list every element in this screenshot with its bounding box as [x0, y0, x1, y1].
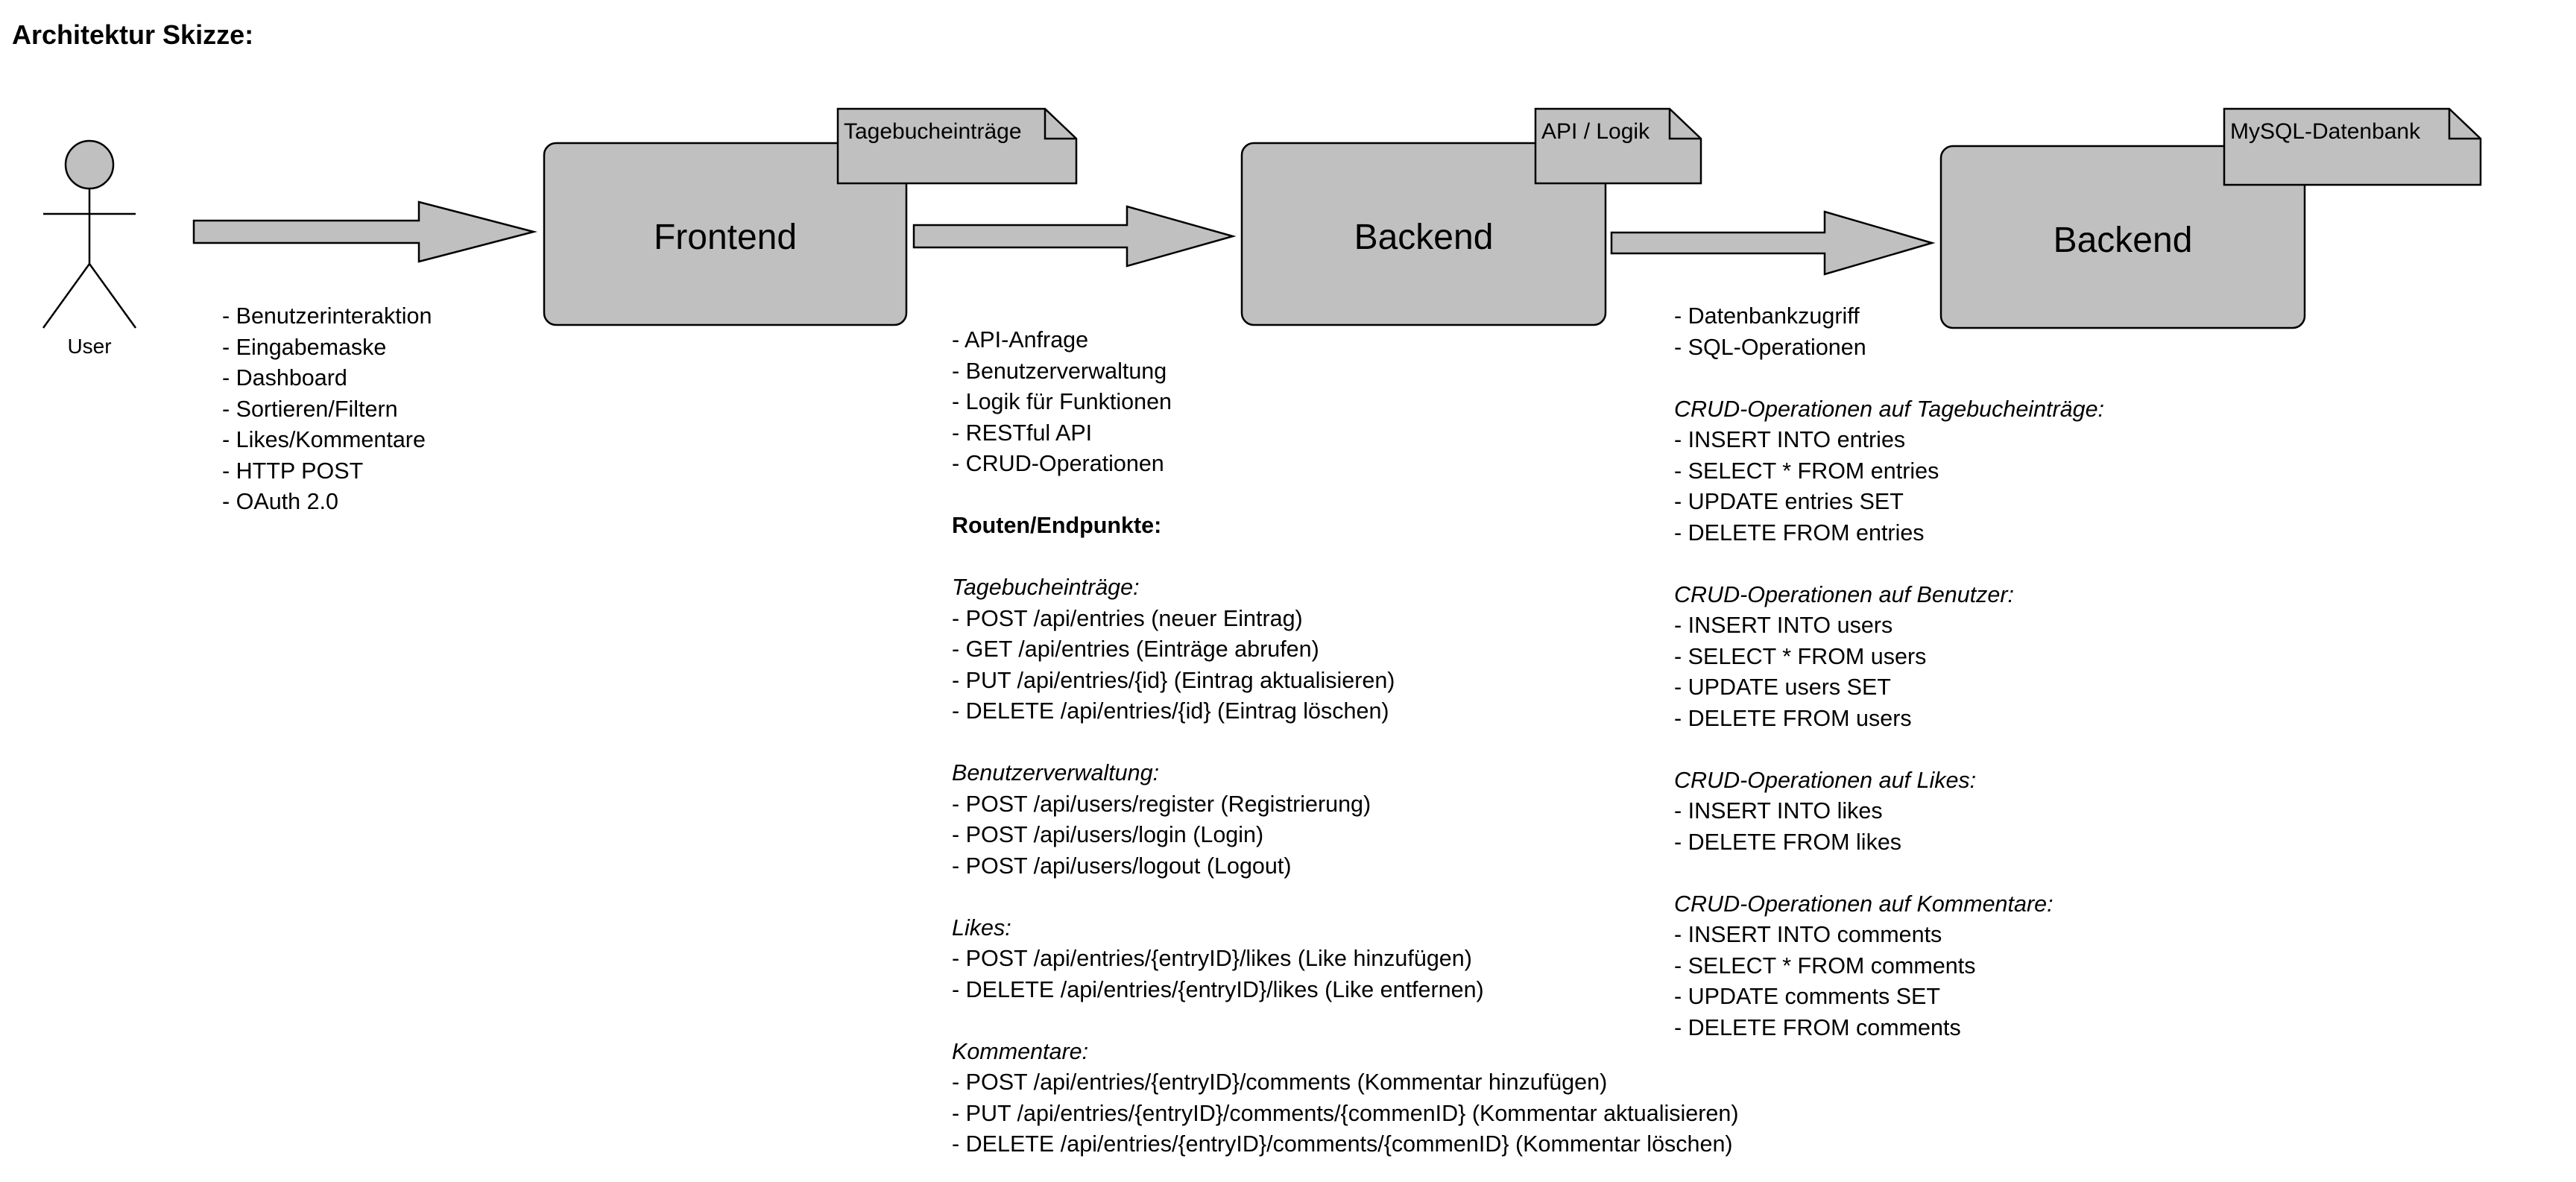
user-actor: [42, 139, 137, 329]
backend-api-note-label: API / Logik: [1541, 119, 1650, 144]
list-item: - Datenbankzugriff: [1674, 303, 1860, 329]
list-item: - SELECT * FROM entries: [1674, 458, 1939, 484]
section-heading: CRUD-Operationen auf Kommentare:: [1674, 891, 2053, 917]
list-item: - POST /api/users/register (Registrierun…: [952, 791, 1371, 817]
actor-label: User: [67, 335, 111, 358]
list-item: - PUT /api/entries/{id} (Eintrag aktuali…: [952, 667, 1395, 693]
list-item: - PUT /api/entries/{entryID}/comments/{c…: [952, 1100, 1739, 1126]
backend-db-box: [1939, 145, 2306, 329]
list-item: - POST /api/users/logout (Logout): [952, 853, 1292, 879]
list-item: - Benutzerinteraktion: [222, 303, 432, 329]
page-title: Architektur Skizze:: [12, 19, 254, 50]
list-item: - DELETE FROM comments: [1674, 1014, 1961, 1040]
list-item: - API-Anfrage: [952, 327, 1089, 353]
section-title: Routen/Endpunkte:: [952, 513, 1162, 538]
list-item: - Likes/Kommentare: [222, 427, 426, 452]
list-item: - DELETE /api/entries/{entryID}/likes (L…: [952, 976, 1484, 1002]
list-item: - Logik für Funktionen: [952, 389, 1172, 414]
section-heading: Likes:: [952, 914, 1011, 941]
list-item: - INSERT INTO users: [1674, 613, 1893, 638]
backend-api-note: [1534, 107, 1702, 185]
list-item: - POST /api/entries/{entryID}/likes (Lik…: [952, 946, 1472, 971]
list-item: - GET /api/entries (Einträge abrufen): [952, 636, 1319, 662]
frontend-box-label: Frontend: [654, 218, 797, 257]
list-item: - SELECT * FROM comments: [1674, 952, 1976, 979]
backend-db-box-label: Backend: [2053, 221, 2193, 260]
list-item: [1674, 363, 2104, 394]
list-item: - DELETE FROM likes: [1674, 829, 1902, 855]
list-item: - Eingabemaske: [222, 334, 387, 360]
section-heading: Kommentare:: [952, 1038, 1089, 1064]
list-item: - Dashboard: [222, 365, 347, 391]
arrow-backend-to-database: [1610, 210, 1936, 276]
list-item: - DELETE FROM users: [1674, 705, 1912, 731]
list-item: - INSERT INTO entries: [1674, 427, 1906, 452]
frontend-note: [836, 107, 1078, 185]
database-note: [2223, 107, 2482, 186]
list-item: - INSERT INTO comments: [1674, 922, 1942, 947]
list-item: - RESTful API: [952, 420, 1093, 446]
frontend-feature-list: - Benutzerinteraktion - Eingabemaske - Das…: [222, 301, 432, 518]
section-heading: CRUD-Operationen auf Likes:: [1674, 767, 1977, 793]
list-item: - DELETE /api/entries/{entryID}/comments…: [952, 1131, 1733, 1157]
list-item: [952, 480, 1738, 511]
list-item: - SQL-Operationen: [1674, 334, 1866, 360]
list-item: [1674, 549, 2104, 580]
list-item: [952, 1005, 1738, 1037]
list-item: - POST /api/entries (neuer Eintrag): [952, 605, 1303, 631]
section-heading: Benutzerverwaltung:: [952, 760, 1160, 786]
backend-api-box: [1240, 142, 1607, 326]
list-item: - POST /api/entries/{entryID}/comments (…: [952, 1069, 1608, 1095]
actor-leg-left: [42, 263, 91, 329]
section-heading: CRUD-Operationen auf Benutzer:: [1674, 581, 2015, 607]
list-item: - INSERT INTO likes: [1674, 798, 1883, 824]
section-heading: CRUD-Operationen auf Tagebucheinträge:: [1674, 396, 2105, 422]
list-item: - OAuth 2.0: [222, 489, 338, 514]
list-item: - UPDATE entries SET: [1674, 489, 1904, 514]
list-item: - DELETE /api/entries/{id} (Eintrag lösc…: [952, 698, 1389, 724]
list-item: - HTTP POST: [222, 458, 364, 484]
backend-api-box-label: Backend: [1354, 218, 1494, 257]
arrow-frontend-to-backend: [912, 205, 1237, 268]
database-note-label: MySQL-Datenbank: [2230, 119, 2421, 144]
section-heading: Tagebucheinträge:: [952, 575, 1140, 600]
actor-head: [64, 139, 115, 190]
list-item: - Benutzerverwaltung: [952, 358, 1167, 384]
list-item: - DELETE FROM entries: [1674, 519, 1925, 546]
list-item: - CRUD-Operationen: [952, 451, 1164, 476]
list-item: [1674, 858, 2104, 889]
list-item: [952, 542, 1738, 573]
list-item: - Sortieren/Filtern: [222, 396, 398, 422]
actor-leg-right: [88, 263, 137, 329]
list-item: - SELECT * FROM users: [1674, 643, 1927, 669]
list-item: - UPDATE users SET: [1674, 674, 1891, 700]
list-item: [952, 727, 1738, 759]
list-item: [1674, 734, 2104, 765]
arrow-user-to-frontend: [192, 200, 537, 263]
list-item: - POST /api/users/login (Login): [952, 822, 1264, 847]
backend-route-list: - API-Anfrage - Benutzerverwaltung - Logik…: [952, 325, 1738, 1160]
list-item: - UPDATE comments SET: [1674, 984, 1941, 1009]
list-item: [952, 882, 1738, 913]
frontend-note-label: Tagebucheinträge: [844, 119, 1022, 144]
frontend-box: [543, 142, 908, 326]
